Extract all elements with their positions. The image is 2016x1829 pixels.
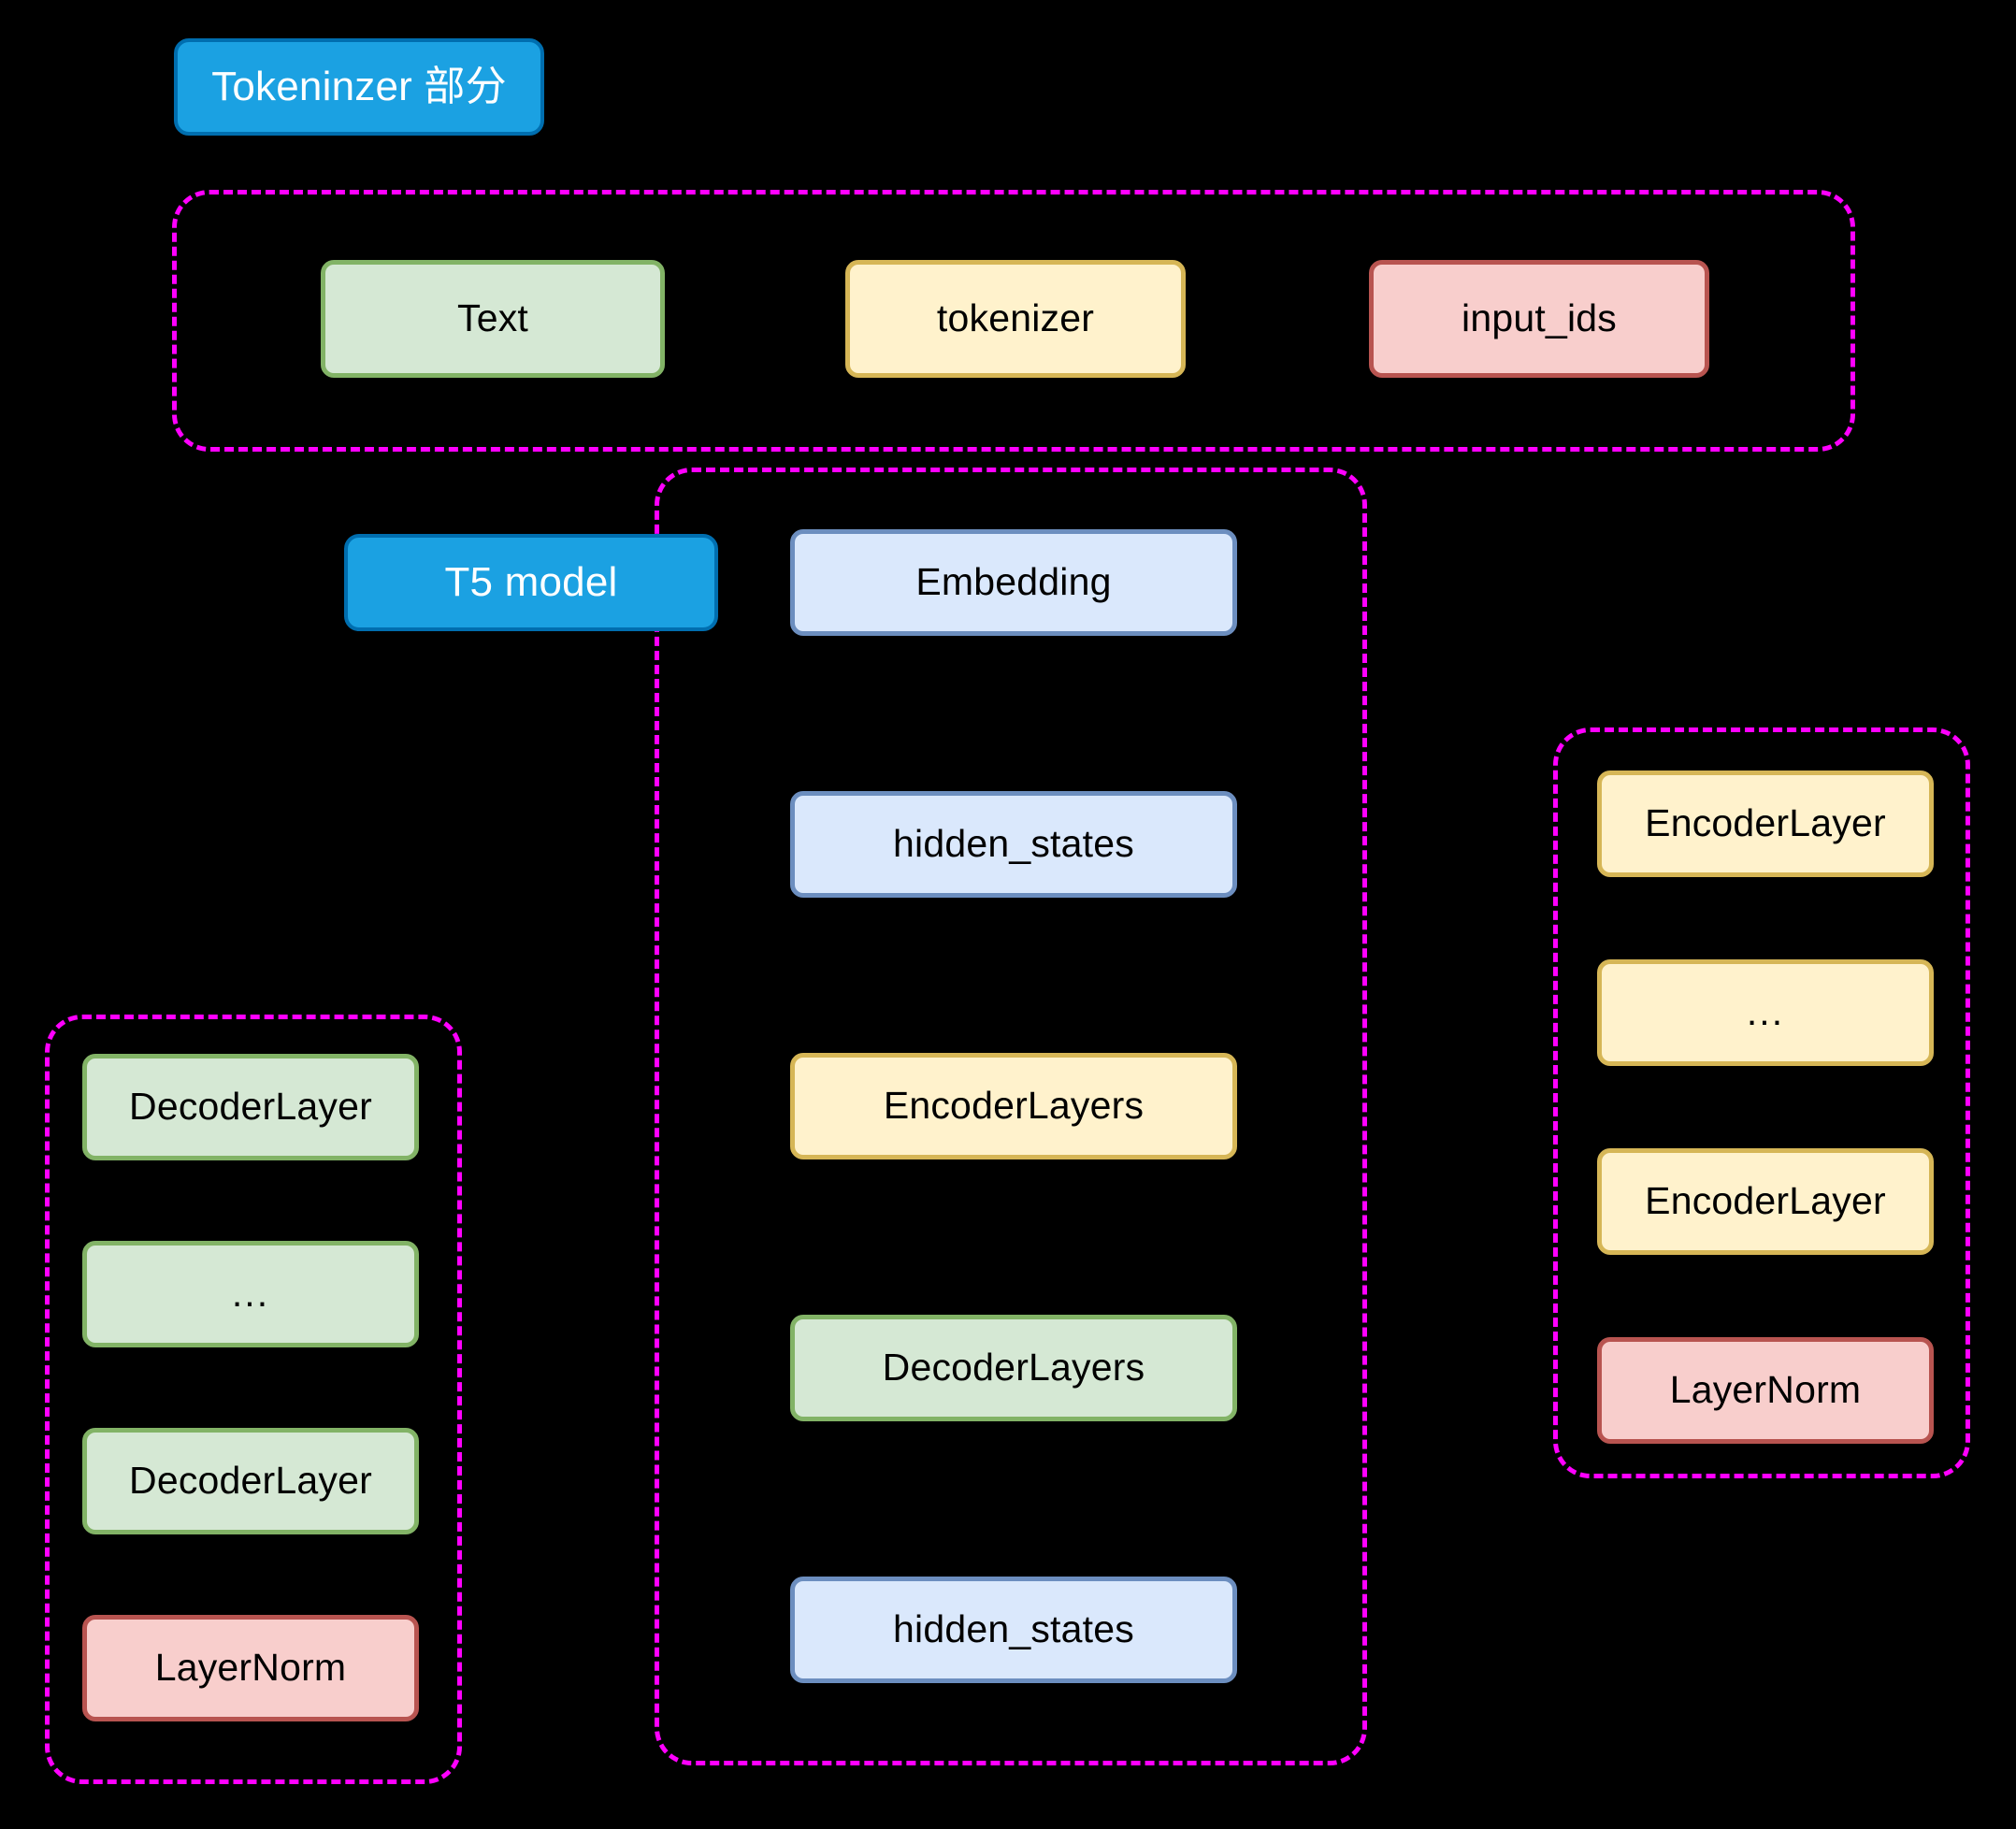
node-text[interactable]: Text (321, 260, 665, 378)
node-encoder-layernorm[interactable]: LayerNorm (1597, 1337, 1934, 1444)
node-encoder-layer-last[interactable]: EncoderLayer (1597, 1148, 1934, 1255)
model-section-title: T5 model (344, 534, 718, 631)
encoder-group-container (1553, 727, 1970, 1478)
model-group-container (655, 468, 1367, 1765)
node-decoder-layernorm[interactable]: LayerNorm (82, 1615, 419, 1721)
node-decoder-layer-ellipsis[interactable]: ... (82, 1241, 419, 1347)
node-decoder-layer-last[interactable]: DecoderLayer (82, 1428, 419, 1534)
tokenizer-section-title: Tokeninzer 部分 (174, 38, 544, 136)
tokenizer-group-container (172, 190, 1855, 452)
decoder-group-container (45, 1015, 462, 1784)
node-hidden-states-bottom[interactable]: hidden_states (790, 1577, 1237, 1683)
node-input-ids[interactable]: input_ids (1369, 260, 1709, 378)
node-encoder-layers[interactable]: EncoderLayers (790, 1053, 1237, 1159)
node-encoder-layer-first[interactable]: EncoderLayer (1597, 770, 1934, 877)
node-hidden-states-top[interactable]: hidden_states (790, 791, 1237, 898)
node-embedding[interactable]: Embedding (790, 529, 1237, 636)
node-decoder-layers[interactable]: DecoderLayers (790, 1315, 1237, 1421)
node-encoder-layer-ellipsis[interactable]: ... (1597, 959, 1934, 1066)
node-decoder-layer-first[interactable]: DecoderLayer (82, 1054, 419, 1160)
node-tokenizer[interactable]: tokenizer (845, 260, 1186, 378)
